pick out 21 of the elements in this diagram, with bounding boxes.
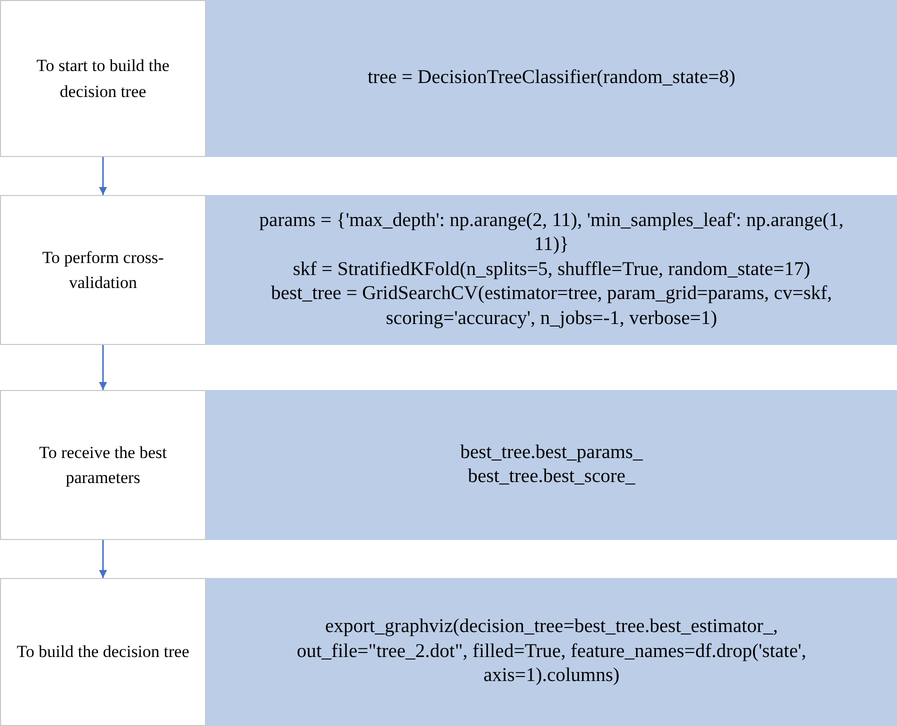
- step-box: [0, 195, 206, 345]
- code-box: [206, 0, 897, 157]
- code-box: [206, 578, 897, 726]
- step-label: To build the decision tree: [16, 641, 190, 664]
- code-line: export_graphviz(decision_tree=best_tree.best_estimator_, out_file="tree_2.dot", filled=True, feature_names=df.drop('state', axis=1).columns): [296, 615, 808, 688]
- code-line: skf = StratifiedKFold(n_splits=5, shuffle=True, random_state=17): [292, 258, 810, 282]
- code-box: [206, 390, 897, 540]
- code-line: best_tree.best_score_: [468, 465, 636, 489]
- arrow: [99, 157, 107, 195]
- step-box: [0, 0, 206, 157]
- step-box: [0, 578, 206, 726]
- arrow: [99, 345, 107, 390]
- code-line: best_tree.best_params_: [460, 440, 643, 465]
- code-box: [206, 195, 897, 345]
- code-line: best_tree = GridSearchCV(estimator=tree, param_grid=params, cv=skf, scoring='accuracy', n_jobs=-1, verbose=1): [270, 282, 834, 331]
- step-box: [0, 390, 206, 540]
- arrow: [99, 540, 107, 578]
- step-label: To perform cross-validation: [41, 246, 165, 294]
- code-line: tree = DecisionTreeClassifier(random_state=8): [368, 66, 736, 90]
- step-label: To start to build the decision tree: [36, 55, 170, 102]
- step-label: To receive the best parameters: [38, 442, 168, 489]
